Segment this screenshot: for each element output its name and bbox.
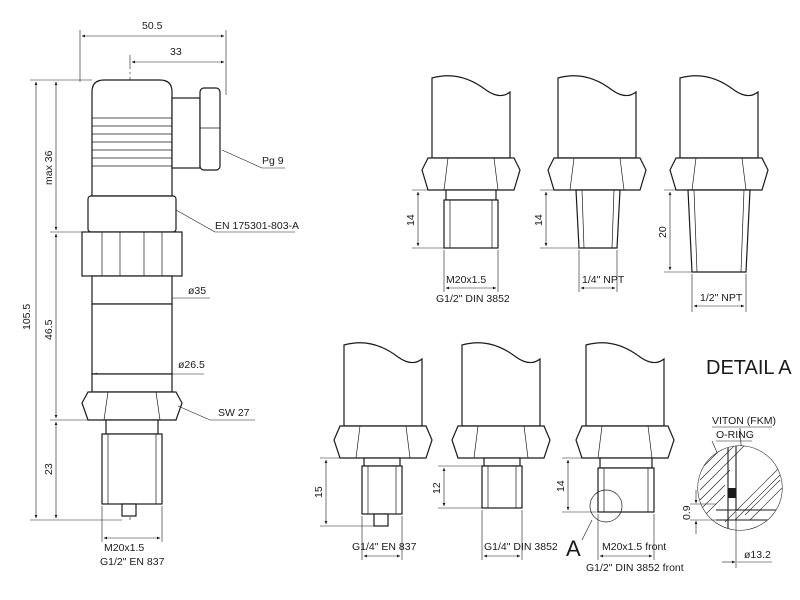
variant-bottom-1-label1: G1/4" EN 837 (352, 541, 417, 553)
detail-marker: A (566, 536, 581, 561)
variant-bottom-3-label1: M20x1.5 front (602, 541, 666, 553)
variant-bottom-3-height: 14 (555, 480, 567, 492)
label-wrench: SW 27 (218, 407, 250, 419)
variant-top-1: 14 M20x1.5 G1/2" DIN 3852 (405, 75, 521, 305)
variant-top-2: 14 1/4" NPT (533, 75, 647, 292)
dim-total-height: 105.5 (21, 304, 33, 330)
variant-bottom-2: 12 G1/4" DIN 3852 (431, 342, 558, 560)
variant-bottom-2-label1: G1/4" DIN 3852 (484, 541, 558, 553)
variant-top-3-height: 20 (657, 226, 669, 238)
variant-top-3-label1: 1/2" NPT (700, 292, 743, 304)
variant-bottom-3: A 14 M20x1.5 front G1/2" DIN 3852 front (555, 342, 684, 574)
variant-top-3: 20 1/2" NPT (657, 75, 769, 312)
variant-bottom-1-height: 15 (313, 486, 325, 498)
detail-seal-label: O-RING (716, 429, 754, 441)
detail-gap-dim: 0.9 (681, 505, 693, 520)
variant-top-2-height: 14 (533, 214, 545, 226)
variant-top-2-label1: 1/4" NPT (582, 274, 625, 286)
detail-dia-dim: ø13.2 (744, 549, 771, 561)
variant-bottom-1: 15 G1/4" EN 837 (313, 342, 433, 560)
detail-title: DETAIL A (706, 357, 792, 379)
main-thread-line2: G1/2" EN 837 (100, 556, 165, 568)
dim-head-height: max 36 (43, 150, 55, 185)
label-dia-body: ø35 (188, 285, 206, 297)
variant-bottom-2-height: 12 (431, 482, 443, 494)
main-thread-line1: M20x1.5 (104, 542, 144, 554)
variant-bottom-3-label2: G1/2" DIN 3852 front (586, 562, 684, 574)
dim-width-overall: 50.5 (142, 20, 163, 32)
variant-top-1-label1: M20x1.5 (446, 274, 486, 286)
dim-body-height: 46.5 (43, 319, 55, 340)
main-view: 50.5 33 Pg 9 EN 175301-803-A (21, 20, 299, 568)
label-cable-gland: Pg 9 (262, 155, 284, 167)
detail-a: DETAIL A VITON (FKM) O-RING (681, 357, 792, 568)
dim-thread-height: 23 (43, 463, 55, 475)
label-connector: EN 175301-803-A (215, 220, 299, 232)
detail-material-label: VITON (FKM) (712, 415, 776, 427)
variant-top-1-label2: G1/2" DIN 3852 (436, 293, 510, 305)
dim-width-center: 33 (170, 46, 182, 58)
variant-top-1-height: 14 (405, 214, 417, 226)
label-dia-neck: ø26.5 (178, 359, 205, 371)
